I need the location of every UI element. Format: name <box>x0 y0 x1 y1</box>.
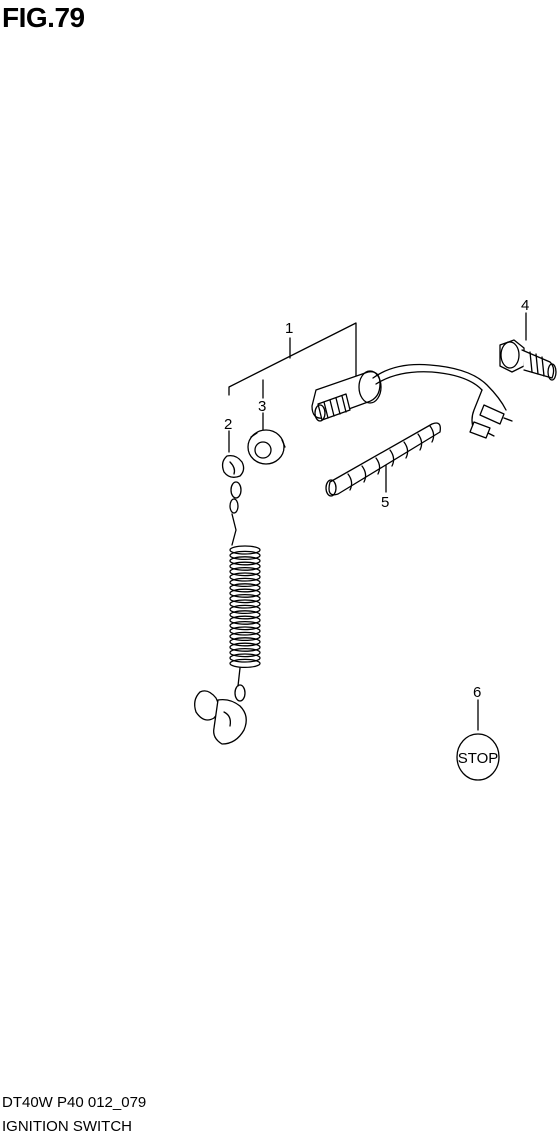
callout-4: 4 <box>521 297 529 314</box>
coil-loop <box>229 583 261 593</box>
nut-part-3 <box>247 429 286 465</box>
coil-loop <box>229 626 261 636</box>
coil-loop <box>229 599 261 609</box>
coil-loop <box>229 610 261 620</box>
tube-part-5 <box>325 422 441 497</box>
callout-1: 1 <box>285 320 293 337</box>
stop-plate-label: STOP <box>458 750 499 767</box>
coil-loop <box>229 566 261 577</box>
leader-lines-1 <box>228 322 357 396</box>
callout-2: 2 <box>224 416 232 433</box>
bolt-part-4 <box>499 339 557 381</box>
coil-loop <box>229 593 261 604</box>
coil-loop <box>229 545 261 555</box>
coil-loop <box>229 658 261 669</box>
coil-loop <box>229 631 261 642</box>
coil-loop <box>229 637 261 647</box>
coil-loop <box>229 588 261 598</box>
figure-title: FIG.79 <box>2 2 85 33</box>
coil-loop <box>229 550 261 561</box>
callout-5: 5 <box>381 494 389 511</box>
lanyard-part-2 <box>194 454 261 745</box>
switch-part-1 <box>311 363 513 439</box>
callout-3: 3 <box>258 398 266 415</box>
coil-loop <box>229 577 261 588</box>
coil-loop <box>229 620 261 631</box>
figure-name: IGNITION SWITCH <box>2 1118 132 1135</box>
coil-loop <box>229 647 261 658</box>
stop-plate-part-6 <box>456 733 500 781</box>
coil-loop <box>229 572 261 582</box>
coil-loop <box>229 556 261 566</box>
callout-6: 6 <box>473 684 481 701</box>
coil-loop <box>229 615 261 625</box>
coil-loop <box>229 642 261 652</box>
figure-code: DT40W P40 012_079 <box>2 1094 147 1111</box>
coil-loop <box>229 561 261 571</box>
coil-loop <box>229 653 261 663</box>
coil-loop <box>229 604 261 615</box>
